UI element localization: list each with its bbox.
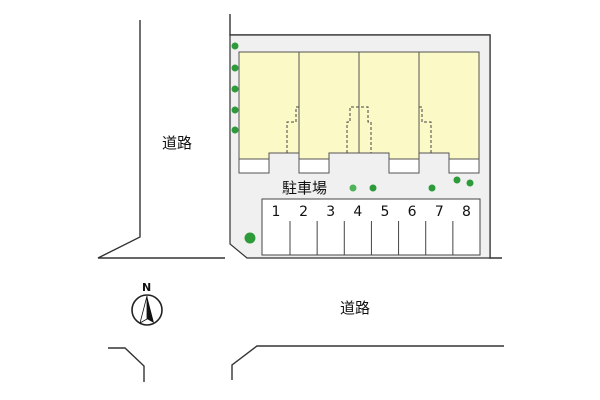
parking-area: 1 2 3 4 5 6 7 8 <box>261 198 481 256</box>
entrance-steps <box>238 158 480 174</box>
road-left-label: 道路 <box>162 134 192 152</box>
parking-label: 駐車場 <box>282 179 327 197</box>
tree-icon <box>231 64 239 72</box>
tree-icon <box>244 232 256 244</box>
parking-space-number: 7 <box>435 204 444 220</box>
unit-1 <box>238 51 300 160</box>
lower-left-road-edge <box>108 347 145 382</box>
tree-icon <box>428 184 436 192</box>
parking-space-number: 1 <box>272 204 281 220</box>
north-compass: N <box>131 281 163 326</box>
parking-space-number: 2 <box>299 204 308 220</box>
unit-2 <box>298 51 360 160</box>
parking-space-number: 3 <box>326 204 335 220</box>
tree-icon <box>349 184 357 192</box>
tree-icon <box>231 42 239 50</box>
tree-icon <box>466 179 474 187</box>
left-road-edge <box>97 20 225 259</box>
tree-icon <box>369 184 377 192</box>
parking-space-number: 8 <box>462 204 471 220</box>
parking-space-number: 4 <box>353 204 362 220</box>
lower-road-edge <box>231 345 504 380</box>
parking-space-number: 6 <box>408 204 417 220</box>
tree-icon <box>231 106 239 114</box>
unit-3 <box>358 51 420 160</box>
unit-4 <box>418 51 480 160</box>
compass-needle-light <box>139 295 148 324</box>
parking-space-number: 5 <box>381 204 390 220</box>
compass-label: N <box>142 281 151 294</box>
apartment-building <box>238 51 480 174</box>
tree-icon <box>231 126 239 134</box>
trees <box>231 42 474 244</box>
tree-icon <box>231 85 239 93</box>
stairs-outline <box>268 152 450 173</box>
tree-icon <box>453 176 461 184</box>
stair-dashes <box>286 106 432 153</box>
road-edges <box>97 14 504 382</box>
road-bottom-label: 道路 <box>340 299 370 317</box>
